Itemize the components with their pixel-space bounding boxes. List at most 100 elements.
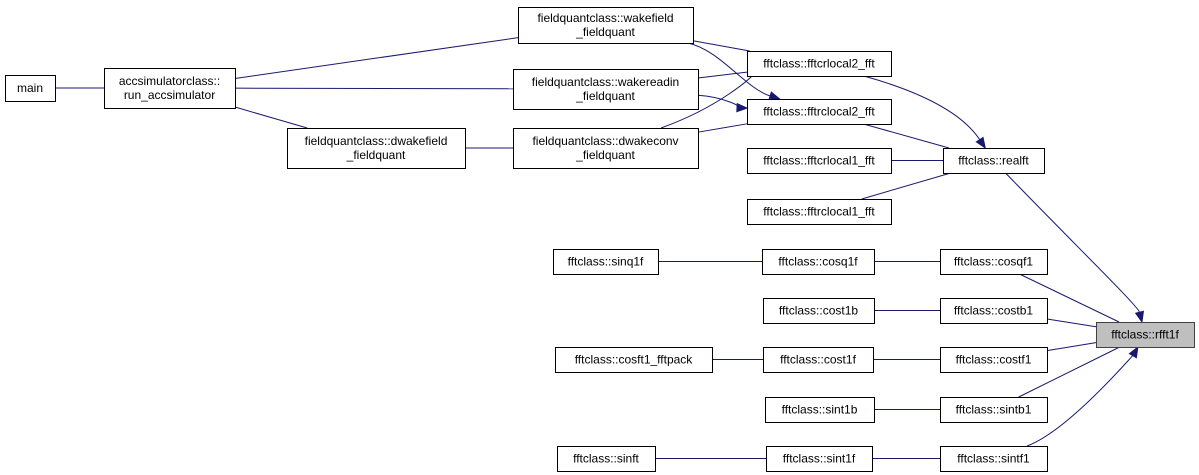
node-fq_wakereadin[interactable]: fieldquantclass::wakereadin_fieldquant — [513, 69, 699, 110]
node-label: fftclass::realft — [958, 154, 1029, 168]
node-label: fftclass::cost1f — [780, 353, 856, 367]
node-label: fftclass::rfft1f — [1111, 328, 1179, 342]
node-box — [513, 69, 699, 110]
node-label: fftclass::sinft — [573, 452, 639, 466]
node-main[interactable]: main — [5, 75, 56, 102]
node-box — [747, 148, 892, 174]
node-cost1b[interactable]: fftclass::cost1b — [763, 298, 875, 324]
edge-fq_wakefield-to-fft_crlocal2 — [692, 40, 750, 52]
node-box — [940, 249, 1048, 275]
node-label: fftclass::fftrclocal1_fft — [763, 205, 875, 219]
edge-line — [692, 40, 750, 52]
node-label: _fieldquant — [575, 25, 635, 39]
node-label: fftclass::cosft1_fftpack — [575, 353, 694, 367]
node-fq_dwakefield[interactable]: fieldquantclass::dwakefield_fieldquant — [287, 128, 466, 169]
edge-line — [863, 123, 950, 149]
edge-line — [234, 106, 308, 129]
node-label: fftclass::sint1b — [782, 403, 858, 417]
edge-line — [1046, 342, 1097, 352]
edge-line — [697, 94, 740, 109]
node-label: fftclass::sintf1 — [957, 452, 1030, 466]
node-cosft1[interactable]: fftclass::cosft1_fftpack — [555, 347, 713, 373]
edge-acc_run-to-fq_dwakefield — [234, 106, 308, 129]
node-box — [5, 75, 56, 102]
node-sint1f[interactable]: fftclass::sint1f — [766, 446, 873, 472]
edge-line — [1018, 346, 1120, 398]
node-fft_rclocal1[interactable]: fftclass::fftrclocal1_fft — [747, 199, 892, 225]
node-fft_rclocal2[interactable]: fftclass::fftrclocal2_fft — [747, 99, 892, 125]
node-sinft[interactable]: fftclass::sinft — [557, 446, 656, 472]
edge-line — [697, 123, 748, 133]
node-label: fieldquantclass::wakefield — [537, 11, 673, 25]
node-fft_crlocal2[interactable]: fftclass::fftcrlocal2_fft — [747, 51, 892, 77]
node-fq_wakefield[interactable]: fieldquantclass::wakefield_fieldquant — [518, 7, 694, 44]
node-label: fftclass::cosq1f — [778, 255, 858, 269]
node-rfft1f[interactable]: fftclass::rfft1f — [1096, 322, 1195, 348]
node-label: main — [17, 81, 43, 95]
node-label: fftclass::sintb1 — [956, 403, 1032, 417]
edge-fft_rclocal2-to-realft — [863, 123, 950, 149]
node-box — [940, 397, 1048, 423]
node-label: fieldquantclass::wakereadin — [532, 75, 679, 89]
node-box — [766, 446, 873, 472]
node-sintb1[interactable]: fftclass::sintb1 — [940, 397, 1048, 423]
edge-acc_run-to-fq_wakefield — [234, 37, 519, 80]
node-label: fftclass::fftcrlocal2_fft — [763, 57, 875, 71]
node-box — [557, 446, 656, 472]
node-box — [763, 347, 874, 373]
edge-fq_dwakeconv-to-fft_rclocal2 — [697, 123, 748, 133]
node-label: accsimulatorclass:: — [119, 74, 220, 88]
node-label: _fieldquant — [346, 148, 406, 162]
node-box — [287, 128, 466, 169]
node-sinq1f[interactable]: fftclass::sinq1f — [553, 249, 659, 275]
arrowhead-icon — [975, 136, 986, 150]
edge-fft_rclocal1-to-realft — [861, 172, 951, 200]
node-box — [1096, 322, 1195, 348]
node-label: fftclass::sint1f — [783, 452, 856, 466]
node-box — [940, 298, 1048, 324]
node-label: fftclass::fftcrlocal1_fft — [763, 154, 875, 168]
edges-layer — [55, 37, 1145, 459]
node-box — [518, 7, 694, 44]
node-sintf1[interactable]: fftclass::sintf1 — [940, 446, 1048, 472]
node-cosqf1[interactable]: fftclass::cosqf1 — [940, 249, 1048, 275]
node-sint1b[interactable]: fftclass::sint1b — [765, 397, 875, 423]
node-fq_dwakeconv[interactable]: fieldquantclass::dwakeconv_fieldquant — [513, 128, 699, 169]
node-realft[interactable]: fftclass::realft — [943, 148, 1045, 174]
node-fft_crlocal1[interactable]: fftclass::fftcrlocal1_fft — [747, 148, 892, 174]
edge-fq_wakereadin-to-fft_rclocal2 — [697, 94, 749, 113]
edge-line — [234, 37, 519, 80]
edge-sintf1-to-rfft1f — [1026, 345, 1139, 447]
node-box — [765, 397, 875, 423]
edge-line — [1019, 273, 1120, 323]
node-label: fftclass::fftrclocal2_fft — [763, 105, 875, 119]
node-box — [555, 347, 713, 373]
edge-line — [861, 172, 951, 200]
node-cosq1f[interactable]: fftclass::cosq1f — [762, 249, 875, 275]
edge-fq_wakereadin-to-fft_crlocal2 — [697, 71, 748, 79]
node-label: fieldquantclass::dwakefield — [305, 134, 448, 148]
arrowhead-icon — [1128, 345, 1139, 359]
edge-line — [863, 75, 981, 140]
node-box — [940, 446, 1048, 472]
node-label: fieldquantclass::dwakeconv — [532, 134, 678, 148]
node-label: fftclass::cosqf1 — [954, 255, 1033, 269]
node-cost1f[interactable]: fftclass::cost1f — [763, 347, 874, 373]
node-box — [747, 99, 892, 125]
node-label: _fieldquant — [575, 89, 635, 103]
edge-line — [660, 75, 753, 129]
node-box — [940, 347, 1048, 373]
edge-line — [1046, 318, 1097, 328]
edge-line — [1026, 355, 1134, 447]
node-acc_run[interactable]: accsimulatorclass::run_accsimulator — [104, 68, 236, 109]
edge-realft-to-rfft1f — [1005, 172, 1145, 324]
arrowhead-icon — [768, 91, 781, 101]
node-label: fftclass::cost1b — [779, 304, 858, 318]
edge-acc_run-to-fq_wakereadin — [234, 87, 514, 90]
node-costf1[interactable]: fftclass::costf1 — [940, 347, 1048, 373]
node-costb1[interactable]: fftclass::costb1 — [940, 298, 1048, 324]
edge-fft_crlocal2-to-realft — [863, 75, 986, 150]
arrowhead-icon — [736, 102, 749, 113]
node-label: fftclass::sinq1f — [568, 255, 644, 269]
